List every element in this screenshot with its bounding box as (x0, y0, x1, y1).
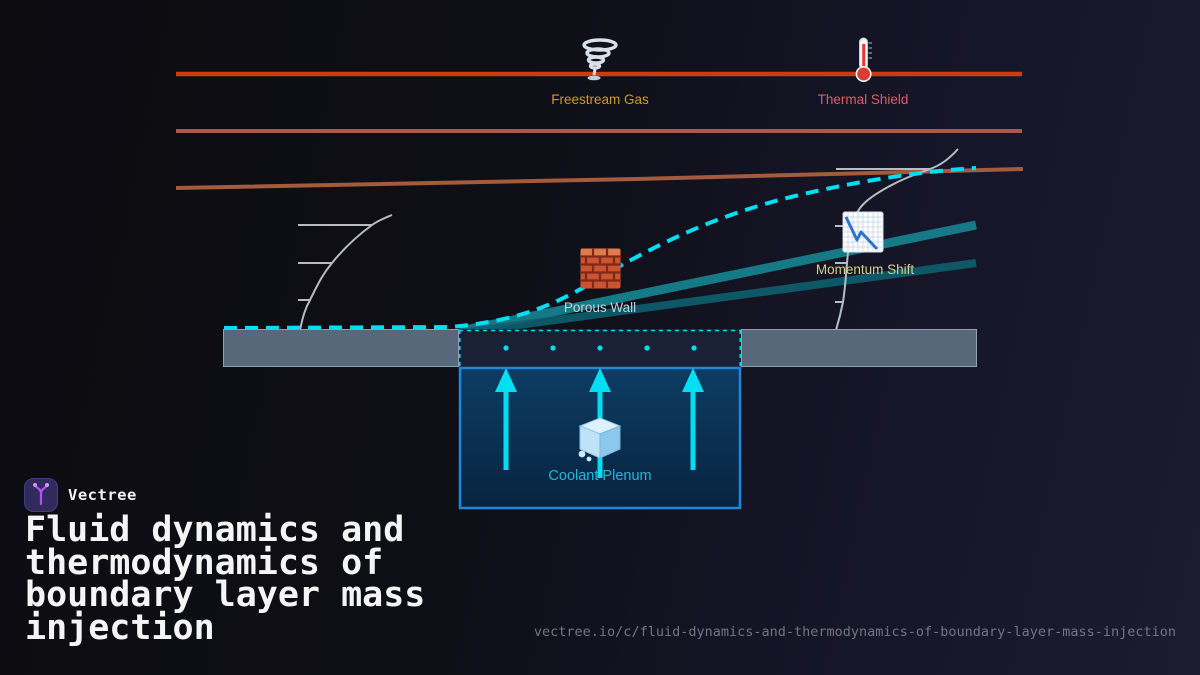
thermometer-icon (845, 36, 881, 89)
brand-name: Vectree (68, 486, 137, 504)
brand-block: Vectree (24, 478, 137, 512)
mixing-layer-line (175, 167, 1024, 190)
freestream-gas-label: Freestream Gas (551, 92, 649, 107)
injection-pores (503, 345, 697, 351)
wall-slab-left (223, 329, 459, 367)
momentum-streaks (459, 220, 977, 337)
porous-section-dashed-border (459, 329, 741, 367)
boundary-layer-edge (223, 166, 977, 330)
wall-slab-right (741, 329, 977, 367)
momentum-shift-label: Momentum Shift (815, 262, 915, 277)
ice-cube-icon (576, 414, 624, 467)
tornado-icon (577, 37, 623, 88)
chart-decreasing-icon (842, 211, 884, 258)
page-title: Fluid dynamics and thermodynamics of bou… (25, 510, 426, 648)
injection-arrows (495, 368, 704, 478)
porous-wall-label: Porous Wall (563, 300, 637, 315)
coolant-plenum-label: Coolant Plenum (548, 468, 652, 484)
velocity-profile-upstream (298, 214, 393, 331)
footer-url: vectree.io/c/fluid-dynamics-and-thermody… (533, 624, 1176, 640)
vectree-branch-icon (24, 478, 58, 512)
brick-wall-icon (580, 248, 621, 294)
thermal-shield-label: Thermal Shield (817, 92, 909, 107)
